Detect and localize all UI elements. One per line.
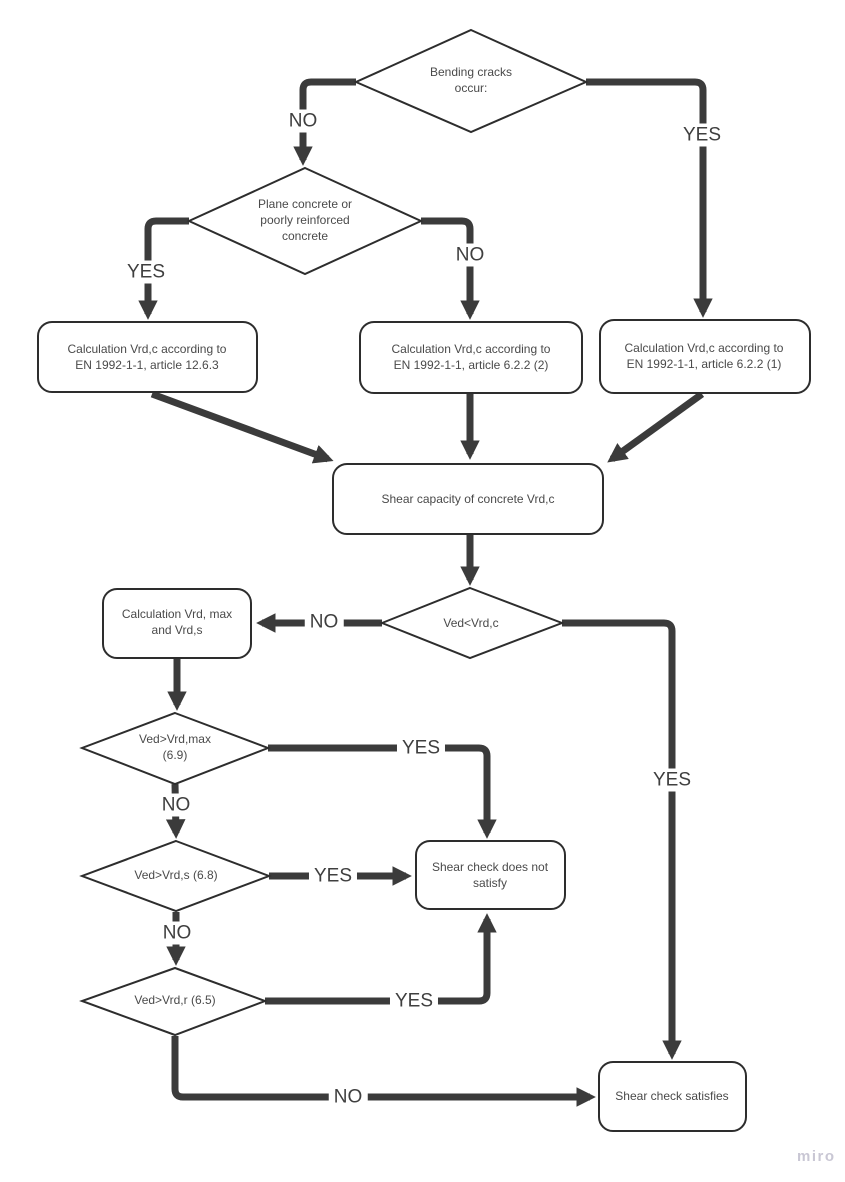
node-label-ved-gt-vrds: Ved>Vrd,s (6.8)	[134, 868, 218, 882]
node-label-calc-12-6-3: Calculation Vrd,c according to EN 1992-1…	[67, 342, 227, 372]
process-check-satisfies[interactable]	[598, 1061, 747, 1132]
node-label-check-not-satisfy: Shear check does not satisfy	[431, 860, 549, 890]
connector-vrdr-yes[interactable]	[265, 913, 497, 1005]
edge-label-vrdmax-yes: YES	[396, 736, 446, 760]
connector-vrdmax-yes[interactable]	[268, 744, 497, 839]
process-calc-12-6-3[interactable]	[37, 321, 258, 393]
decision-ved-gt-vrdr[interactable]	[79, 966, 268, 1037]
node-label-ved-gt-vrdr: Ved>Vrd,r (6.5)	[134, 993, 216, 1007]
node-label-shear-capacity: Shear capacity of concrete Vrd,c	[381, 492, 555, 506]
connector-calc6221-to-shear[interactable]	[607, 391, 705, 463]
node-label-check-satisfies: Shear check satisfies	[615, 1089, 729, 1103]
node-label-calc-vrdmax-vrds: Calculation Vrd, max and Vrd,s	[121, 607, 233, 637]
edge-label-bending-yes: YES	[677, 123, 727, 147]
node-label-ved-lt-vrdc: Ved<Vrd,c	[443, 616, 499, 630]
decision-ved-lt-vrdc[interactable]	[379, 586, 565, 660]
node-label-bending-cracks: Bending cracks occur:	[429, 65, 513, 95]
connector-calc1263-to-shear[interactable]	[150, 390, 334, 464]
node-label-calc-6-2-2-2: Calculation Vrd,c according to EN 1992-1…	[391, 342, 551, 372]
edge-label-vrdc-yes: YES	[647, 768, 697, 792]
process-check-not-satisfy[interactable]	[415, 840, 566, 910]
edge-label-vrdr-no: NO	[328, 1085, 368, 1109]
decision-ved-gt-vrds[interactable]	[79, 839, 272, 913]
process-calc-6-2-2-2[interactable]	[359, 321, 583, 394]
edge-label-plane-no: NO	[450, 243, 490, 267]
connector-bending-no[interactable]	[293, 78, 356, 166]
connector-vrdc-yes[interactable]	[562, 619, 682, 1060]
edge-label-vrdr-yes: YES	[389, 989, 439, 1013]
decision-ved-gt-vrdmax[interactable]	[79, 711, 271, 786]
process-shear-capacity[interactable]	[332, 463, 604, 535]
edge-label-vrdc-no: NO	[304, 610, 344, 634]
process-calc-vrdmax-vrds[interactable]	[102, 588, 252, 659]
connector-plane-yes[interactable]	[138, 217, 189, 320]
process-calc-6-2-2-1[interactable]	[599, 319, 811, 394]
node-label-plane-concrete: Plane concrete or poorly reinforced conc…	[257, 197, 353, 243]
decision-plane-concrete[interactable]	[186, 166, 424, 276]
miro-watermark: miro	[797, 1148, 836, 1165]
edge-label-vrds-yes: YES	[308, 864, 358, 888]
connector-vrdr-no[interactable]	[171, 1036, 596, 1107]
edge-label-bending-no: NO	[283, 109, 323, 133]
connector-bending-yes[interactable]	[586, 78, 713, 318]
edge-label-vrdmax-no: NO	[156, 793, 196, 817]
node-label-calc-6-2-2-1: Calculation Vrd,c according to EN 1992-1…	[624, 341, 784, 371]
connector-plane-no[interactable]	[421, 217, 480, 320]
edge-label-plane-yes: YES	[121, 260, 171, 284]
edge-label-vrds-no: NO	[157, 921, 197, 945]
node-label-ved-gt-vrdmax: Ved>Vrd,max (6.9)	[139, 732, 211, 762]
decision-bending-cracks[interactable]	[353, 28, 589, 134]
